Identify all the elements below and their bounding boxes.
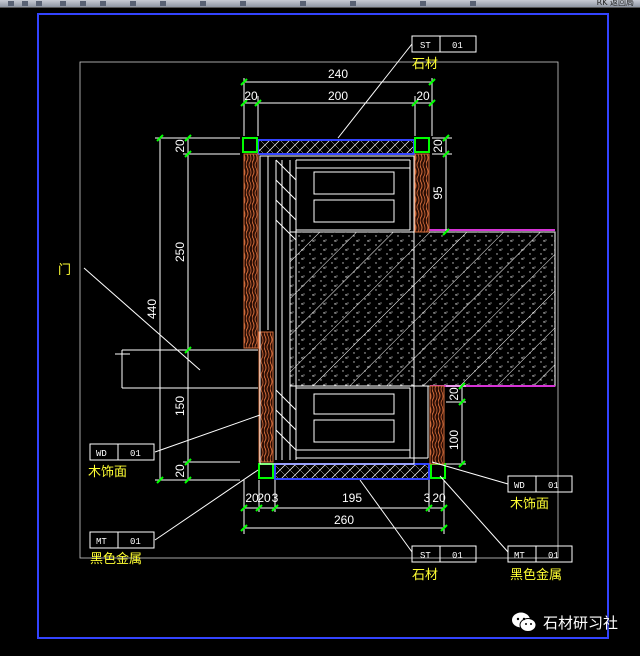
toolbar-button[interactable] [470, 1, 476, 6]
toolbar-button[interactable] [240, 1, 246, 6]
stone-bottom-cap [274, 463, 430, 480]
stone-top-cap [257, 139, 415, 155]
tag-label: 黑色金属 [90, 551, 142, 567]
dim-top-mid: 200 [328, 89, 348, 103]
metal-corner-top-right [414, 137, 430, 153]
metal-corner-bottom-left [258, 463, 274, 479]
dim-bottom-total: 260 [334, 513, 354, 527]
tag-wd-right[interactable]: WD 01 木饰面 [507, 475, 573, 512]
timber-framing [259, 155, 429, 465]
dim-bottom-c: 3 [272, 491, 279, 505]
tag-code: MT [96, 537, 107, 547]
metal-corner-top-left [242, 137, 258, 153]
dim-bottom-mid: 195 [342, 491, 362, 505]
tag-st-bottom[interactable]: ST 01 石材 [411, 545, 477, 583]
dim-left-lower: 150 [173, 396, 187, 416]
toolbar-button[interactable] [8, 1, 14, 6]
cad-toolbar: RK 返回局 [0, 0, 640, 8]
dim-right-low-a: 20 [447, 387, 461, 401]
tag-number: 01 [452, 41, 463, 51]
dim-bottom-e: 20 [432, 491, 446, 505]
tag-mt-right[interactable]: MT 01 黑色金属 [507, 545, 573, 583]
toolbar-button[interactable] [420, 1, 426, 6]
toolbar-button[interactable] [300, 1, 306, 6]
watermark-text: 石材研习社 [542, 613, 618, 632]
watermark: 石材研习社 [511, 610, 618, 634]
wood-panel-right-lower [429, 385, 445, 465]
tag-code: ST [420, 551, 431, 561]
toolbar-button[interactable] [200, 1, 206, 6]
dim-right-top-b: 95 [431, 186, 445, 200]
tag-label: 黑色金属 [510, 567, 562, 583]
toolbar-button[interactable] [130, 1, 136, 6]
detail-boundary [79, 61, 559, 559]
toolbar-button[interactable] [350, 1, 356, 6]
metal-corner-bottom-right [430, 463, 446, 479]
tag-label: 木饰面 [88, 465, 127, 480]
toolbar-button[interactable] [100, 1, 106, 6]
concrete-hatch [290, 232, 555, 386]
toolbar-command-text: RK 返回局 [596, 0, 634, 7]
dim-bottom-b: 20 [257, 491, 271, 505]
dim-top-right: 20 [416, 89, 430, 103]
dim-bottom-a: 20 [245, 491, 259, 505]
dim-right-top-a: 20 [431, 139, 445, 153]
toolbar-button[interactable] [60, 1, 66, 6]
tag-number: 01 [548, 481, 559, 491]
tag-label: 石材 [412, 568, 438, 583]
leader-lines [83, 43, 509, 553]
dim-left-upper: 250 [173, 242, 187, 262]
toolbar-button[interactable] [80, 1, 86, 6]
dim-bottom-d: 3 [424, 491, 431, 505]
dim-top-total: 240 [328, 67, 348, 81]
wood-panel-left-upper [243, 153, 259, 349]
tag-code: WD [514, 481, 525, 491]
tag-number: 01 [130, 449, 141, 459]
tag-label: 石材 [412, 57, 438, 72]
door-label: 门 [58, 263, 71, 278]
dim-left-total: 440 [145, 299, 159, 319]
tag-code: WD [96, 449, 107, 459]
toolbar-button[interactable] [36, 1, 42, 6]
dim-left-bottom: 20 [173, 464, 187, 478]
tag-mt-left[interactable]: MT 01 黑色金属 [89, 531, 155, 567]
tag-number: 01 [130, 537, 141, 547]
dim-right-low-b: 100 [447, 430, 461, 450]
wood-panel-left-lower [258, 331, 274, 463]
toolbar-button[interactable] [22, 1, 28, 6]
tag-wd-left[interactable]: WD 01 木饰面 [88, 443, 155, 480]
tag-number: 01 [548, 551, 559, 561]
tag-code: MT [514, 551, 525, 561]
tag-st-top[interactable]: ST 01 石材 [411, 35, 477, 72]
toolbar-button[interactable] [160, 1, 166, 6]
drawing-frame [37, 13, 609, 639]
dim-top-left: 20 [244, 89, 258, 103]
tag-label: 木饰面 [510, 497, 549, 512]
tag-code: ST [420, 41, 431, 51]
tag-number: 01 [452, 551, 463, 561]
dim-left-top: 20 [173, 139, 187, 153]
wechat-icon [511, 612, 537, 632]
door-opening [115, 349, 258, 389]
dimension-ticks [156, 78, 466, 532]
wood-panel-right-upper [414, 153, 430, 233]
